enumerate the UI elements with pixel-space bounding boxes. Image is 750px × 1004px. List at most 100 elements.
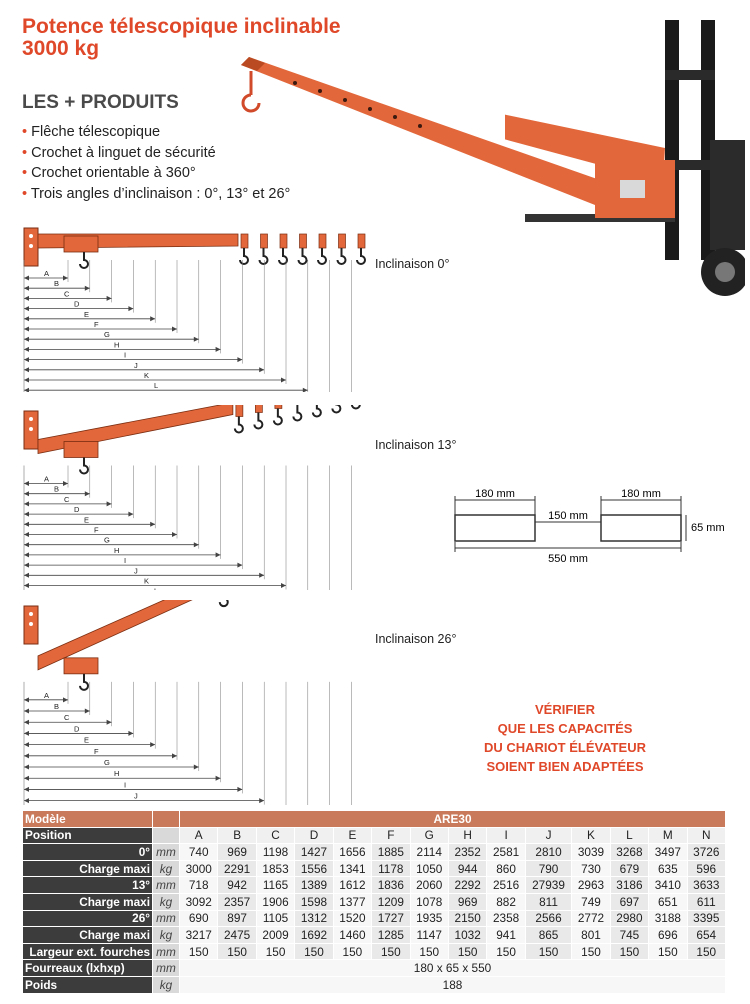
row-unit: mm — [152, 909, 180, 928]
dim-letter: G — [104, 330, 110, 339]
table-cell: 2009 — [255, 926, 296, 944]
table-cell: 3039 — [571, 843, 611, 861]
position-header-j: J — [524, 826, 573, 845]
sleeve-box — [63, 235, 99, 253]
position-header-m: M — [648, 826, 688, 845]
position-header-d: D — [294, 826, 334, 845]
hook-icon — [79, 252, 89, 269]
boom-photo-arm — [241, 57, 600, 205]
hook-icon — [253, 412, 264, 430]
table-cell: 2772 — [571, 909, 611, 928]
table-cell: 150 — [648, 942, 688, 961]
row-value: 188 — [179, 975, 726, 994]
table-cell: 150 — [371, 942, 411, 961]
diagram-label-0: Inclinaison 0° — [375, 257, 450, 271]
table-cell: 2292 — [447, 876, 488, 894]
feature-item: Flêche télescopique — [22, 122, 290, 143]
table-cell: 1556 — [294, 859, 334, 878]
position-header-i: I — [486, 826, 526, 845]
position-header-h: H — [447, 826, 488, 845]
dim-letter: E — [84, 515, 89, 524]
dim-letter: H — [114, 340, 119, 349]
dim-letter: I — [124, 780, 126, 789]
table-cell: 2291 — [217, 859, 257, 878]
table-cell: 3497 — [648, 843, 688, 861]
table-cell: 2114 — [409, 843, 449, 861]
fork-dim-gap: 150 mm — [548, 510, 588, 522]
hook-icon — [317, 248, 327, 265]
dim-letter: D — [74, 505, 80, 514]
table-cell: 1147 — [409, 926, 449, 944]
table-cell: 811 — [524, 892, 573, 911]
hook-icon — [331, 405, 342, 414]
table-cell: 941 — [486, 926, 526, 944]
boom-plate — [620, 180, 645, 198]
table-cell: 718 — [178, 876, 219, 894]
table-cell: 1692 — [294, 926, 334, 944]
dim-letter: F — [94, 320, 99, 329]
capacity-warning: VÉRIFIER QUE LES CAPACITÉS DU CHARIOT ÉL… — [440, 700, 690, 776]
sleeve-box — [63, 657, 99, 675]
table-cell: 3000 — [178, 859, 219, 878]
hook-icon — [241, 71, 261, 113]
table-cell: 1105 — [255, 909, 296, 928]
table-cell: 150 — [332, 942, 373, 961]
position-header-e: E — [332, 826, 373, 845]
table-cell: 3726 — [686, 843, 727, 861]
hook-icon — [336, 248, 347, 265]
product-photo — [505, 20, 745, 296]
table-cell: 596 — [686, 859, 727, 878]
fork-dim-left: 180 mm — [475, 488, 515, 500]
table-cell: 1377 — [332, 892, 373, 911]
table-cell: 790 — [524, 859, 573, 878]
row-label: Charge maxi — [22, 859, 153, 878]
table-cell: 150 — [686, 942, 727, 961]
table-cell: 1836 — [371, 876, 411, 894]
model-label: Modèle — [22, 810, 153, 828]
table-cell: 2566 — [524, 909, 573, 928]
warning-line: SOIENT BIEN ADAPTÉES — [486, 759, 644, 774]
diagram-label-26: Inclinaison 26° — [375, 632, 457, 646]
feature-item: Crochet orientable à 360° — [22, 163, 290, 184]
table-cell: 2980 — [609, 909, 650, 928]
row-unit: mm — [152, 959, 180, 977]
table-cell: 1598 — [294, 892, 334, 911]
table-cell: 1078 — [409, 892, 449, 911]
dim-letter: H — [114, 546, 119, 555]
table-cell: 654 — [686, 926, 727, 944]
table-cell: 2060 — [409, 876, 449, 894]
table-cell: 2963 — [571, 876, 611, 894]
fork-dim-right: 180 mm — [621, 488, 661, 500]
table-cell: 2150 — [447, 909, 488, 928]
sleeve-left — [454, 514, 536, 542]
dim-letter: J — [134, 566, 138, 575]
features-list: Flêche télescopique Crochet à linguet de… — [22, 122, 290, 204]
table-cell: 944 — [447, 859, 488, 878]
dim-letter: C — [64, 713, 70, 722]
table-cell: 3395 — [686, 909, 727, 928]
dim-letter: F — [94, 525, 99, 534]
position-header-l: L — [609, 826, 650, 845]
dim-letter: K — [144, 576, 149, 585]
table-cell: 882 — [486, 892, 526, 911]
row-label: Charge maxi — [22, 892, 153, 911]
table-cell: 1389 — [294, 876, 334, 894]
table-cell: 1853 — [255, 859, 296, 878]
table-cell: 150 — [524, 942, 573, 961]
table-cell: 1285 — [371, 926, 411, 944]
dim-letter: J — [134, 792, 138, 801]
dim-letter: B — [54, 279, 59, 288]
table-cell: 696 — [648, 926, 688, 944]
table-cell: 2516 — [486, 876, 526, 894]
position-header-k: K — [571, 826, 611, 845]
hook-icon — [292, 405, 303, 422]
table-cell: 1520 — [332, 909, 373, 928]
table-cell: 1198 — [255, 843, 296, 861]
table-cell: 1312 — [294, 909, 334, 928]
table-cell: 1032 — [447, 926, 488, 944]
table-cell: 150 — [486, 942, 526, 961]
